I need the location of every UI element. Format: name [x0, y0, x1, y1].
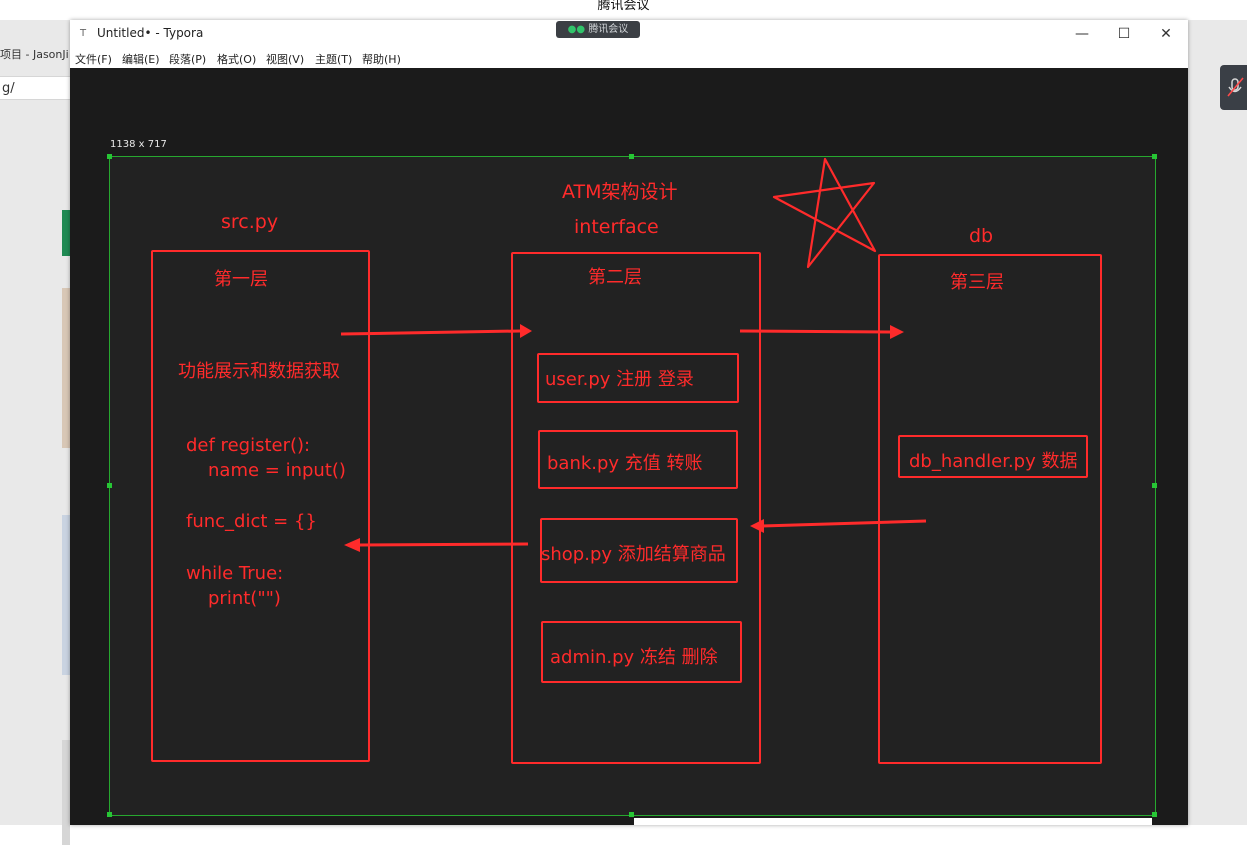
interface-item-box	[537, 353, 739, 403]
layer2-box	[511, 252, 761, 764]
browser-thumbnail	[62, 288, 70, 448]
arrowhead	[890, 325, 904, 339]
resize-handle[interactable]	[1152, 483, 1157, 488]
layer1-box	[151, 250, 370, 762]
menu-help[interactable]: 帮助(H)	[362, 53, 401, 66]
code-line: print("")	[208, 588, 281, 609]
code-line: def register():	[186, 435, 311, 456]
layer1-label: 第一层	[214, 269, 268, 290]
menu-theme[interactable]: 主题(T)	[315, 53, 353, 66]
interface-item-admin: admin.py 冻结 删除	[550, 647, 718, 668]
image-size-label: 1138 x 717	[110, 139, 167, 150]
arrowhead	[520, 324, 532, 338]
menu-paragraph[interactable]: 段落(P)	[169, 53, 207, 66]
minimize-button[interactable]: —	[1075, 26, 1089, 42]
meeting-caption: 腾讯会议	[597, 0, 650, 12]
column-name-db: db	[969, 225, 994, 247]
layer3-label: 第三层	[950, 272, 1004, 293]
resize-handle[interactable]	[629, 154, 634, 159]
resize-handle[interactable]	[107, 812, 112, 817]
arrowhead	[344, 538, 360, 552]
meeting-pill-label: 腾讯会议	[588, 24, 629, 35]
menu-bar: 文件(F) 编辑(E) 段落(P) 格式(O) 视图(V) 主题(T) 帮助(H…	[70, 48, 1188, 68]
typora-app-icon: T	[80, 28, 87, 39]
interface-item-box	[541, 621, 742, 683]
menu-view[interactable]: 视图(V)	[266, 53, 305, 66]
maximize-button[interactable]: ☐	[1117, 26, 1131, 42]
layer2-label: 第二层	[588, 267, 642, 288]
ink-drawing	[340, 157, 927, 552]
editor-area[interactable]: 1138 x 717	[70, 68, 1188, 825]
code-line: func_dict = {}	[186, 511, 317, 532]
close-button[interactable]: ✕	[1160, 26, 1172, 42]
meeting-indicator[interactable]: ●● 腾讯会议	[556, 21, 640, 38]
mic-off-icon	[1227, 77, 1244, 97]
arrow-src-to-interface	[340, 329, 521, 336]
diagram-title: ATM架构设计	[562, 181, 678, 203]
code-line: while True:	[186, 563, 284, 584]
interface-item-bank: bank.py 充值 转账	[547, 453, 703, 474]
column-name-interface: interface	[574, 216, 659, 238]
resize-handle[interactable]	[629, 812, 634, 817]
resize-handle[interactable]	[107, 483, 112, 488]
browser-tab[interactable]: 项目 - JasonJi	[0, 48, 69, 61]
interface-item-user: user.py 注册 登录	[545, 369, 694, 390]
menu-file[interactable]: 文件(F)	[75, 53, 112, 66]
browser-green-banner	[62, 210, 70, 256]
interface-item-box	[538, 430, 738, 489]
interface-item-box	[540, 518, 738, 583]
resize-handle[interactable]	[1152, 812, 1157, 817]
layer3-box	[878, 254, 1102, 764]
typora-window: T Untitled• - Typora ●● 腾讯会议 — ☐ ✕ 文件(F)…	[70, 20, 1188, 825]
mic-status-icon: ●●	[567, 24, 589, 35]
code-line: name = input()	[208, 460, 346, 481]
background-right-area	[1188, 20, 1247, 825]
menu-edit[interactable]: 编辑(E)	[122, 53, 160, 66]
arrow-interface-to-db	[739, 329, 893, 334]
browser-thumbnail	[62, 740, 70, 845]
menu-format[interactable]: 格式(O)	[217, 53, 257, 66]
interface-item-shop: shop.py 添加结算商品	[541, 544, 726, 565]
diagram-image[interactable]: ATM架构设计 src.py interface db 第一层 功能展示和数据获…	[107, 154, 1157, 817]
browser-thumbnail	[62, 515, 70, 675]
browser-url-bar[interactable]: g/	[0, 76, 70, 100]
star-doodle	[772, 157, 877, 269]
resize-handle[interactable]	[107, 154, 112, 159]
db-item-handler: db_handler.py 数据	[909, 451, 1078, 472]
resize-handle[interactable]	[1152, 154, 1157, 159]
db-item-box	[898, 435, 1088, 478]
bottom-white-strip	[634, 818, 1152, 825]
mute-mic-button[interactable]	[1220, 65, 1247, 110]
column-name-src: src.py	[221, 211, 279, 233]
arrow-db-to-shop	[761, 519, 927, 528]
background-browser-window[interactable]: 项目 - JasonJi g/	[0, 20, 70, 845]
title-bar[interactable]: T Untitled• - Typora ●● 腾讯会议 — ☐ ✕	[70, 20, 1188, 48]
arrow-shop-to-src	[357, 542, 529, 547]
layer1-description: 功能展示和数据获取	[178, 361, 340, 382]
window-title: Untitled• - Typora	[97, 26, 204, 40]
